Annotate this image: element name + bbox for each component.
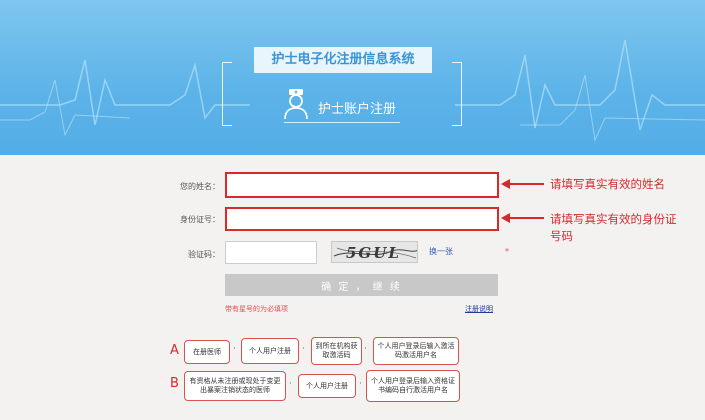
- title-frame-right: [452, 62, 462, 126]
- header-banner: 护士电子化注册信息系统 护士账户注册: [0, 0, 705, 155]
- flow-b-step-1: 有资格从未注册或现处于变更出暴案注销状态的医师: [184, 371, 286, 401]
- page-subtitle: 护士账户注册: [318, 102, 397, 117]
- captcha-input[interactable]: [225, 241, 317, 264]
- flow-a-step-4: 个人用户登录后输入激活码激活用户名: [373, 337, 459, 365]
- title-frame-left: [222, 62, 232, 126]
- name-annotation: 请填写真实有效的姓名: [550, 177, 665, 191]
- id-annotation-line2: 号码: [550, 229, 573, 243]
- name-input[interactable]: [225, 172, 499, 198]
- name-label: 您的姓名：: [180, 182, 220, 191]
- captcha-required-mark: *: [505, 247, 509, 256]
- captcha-image[interactable]: 5GUL: [331, 241, 418, 263]
- flow-b-step-3: 个人用户登录后输入资格证书编码自行激活用户名: [366, 370, 460, 402]
- id-annotation-line1: 请填写真实有效的身份证: [550, 212, 677, 226]
- flow-b-step-2: 个人用户注册: [298, 374, 356, 398]
- flow-separator: ·: [233, 344, 236, 354]
- id-number-input[interactable]: [225, 207, 499, 231]
- captcha-label: 验证码：: [188, 250, 220, 259]
- arrow-left-icon: [501, 179, 544, 189]
- flow-a-step-1: 在册医师: [184, 340, 230, 364]
- flow-separator: ·: [302, 344, 305, 354]
- flow-b-letter: B: [170, 376, 179, 391]
- captcha-text: 5GUL: [346, 244, 401, 262]
- registration-help-link[interactable]: 注册说明: [465, 305, 493, 313]
- id-label: 身份证号：: [180, 215, 220, 224]
- submit-button[interactable]: 确 定 ， 继 续: [225, 274, 498, 296]
- flow-separator: ·: [359, 379, 362, 389]
- flow-separator: ·: [364, 344, 367, 354]
- flow-a-step-3: 到所在机构获取激活码: [311, 337, 362, 365]
- flow-a-letter: A: [170, 343, 179, 358]
- captcha-noise: [333, 247, 417, 259]
- flow-separator: ·: [289, 379, 292, 389]
- arrow-left-icon: [501, 213, 544, 223]
- subtitle-underline: [284, 122, 400, 123]
- refresh-captcha-link[interactable]: 换一张: [429, 247, 453, 256]
- ecg-background-decoration: [0, 39, 705, 142]
- flow-a-step-2: 个人用户注册: [241, 338, 299, 364]
- id-annotation: 请填写真实有效的身份证 号码: [550, 211, 677, 245]
- system-title: 护士电子化注册信息系统: [254, 47, 432, 73]
- nurse-icon: [284, 89, 308, 120]
- required-hint: 带有星号的为必填项: [225, 305, 288, 313]
